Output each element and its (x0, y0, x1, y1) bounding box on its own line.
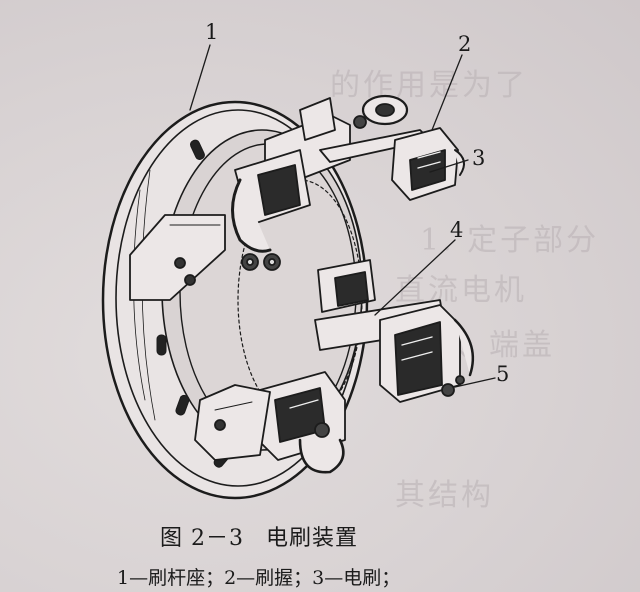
figure-caption: 图 2－3 电刷装置 (160, 520, 460, 552)
label-1: 1 (205, 20, 219, 44)
bleed-text-2: 1. 定子部分 (420, 223, 600, 258)
label-5: 5 (496, 362, 510, 386)
lower-brush-holder (194, 371, 346, 474)
right-brush-holder (314, 259, 475, 403)
figure-number: 图 2－3 (160, 526, 244, 551)
bleed-text-3: 直流电机 (395, 273, 527, 308)
figure-legend: 1—刷杆座；2—刷握；3—电刷； (117, 567, 401, 589)
bleed-text-5: 其结构 (395, 478, 494, 513)
label-4: 4 (450, 218, 464, 242)
figure-title: 电刷装置 (266, 526, 359, 551)
label-2: 2 (458, 32, 472, 56)
upper-brush-holder (264, 94, 465, 201)
label-3: 3 (472, 146, 486, 170)
leader-lines (189, 44, 496, 388)
left-brush-holder (129, 149, 311, 301)
bleed-text-1: 的作用是为了 (330, 68, 528, 103)
